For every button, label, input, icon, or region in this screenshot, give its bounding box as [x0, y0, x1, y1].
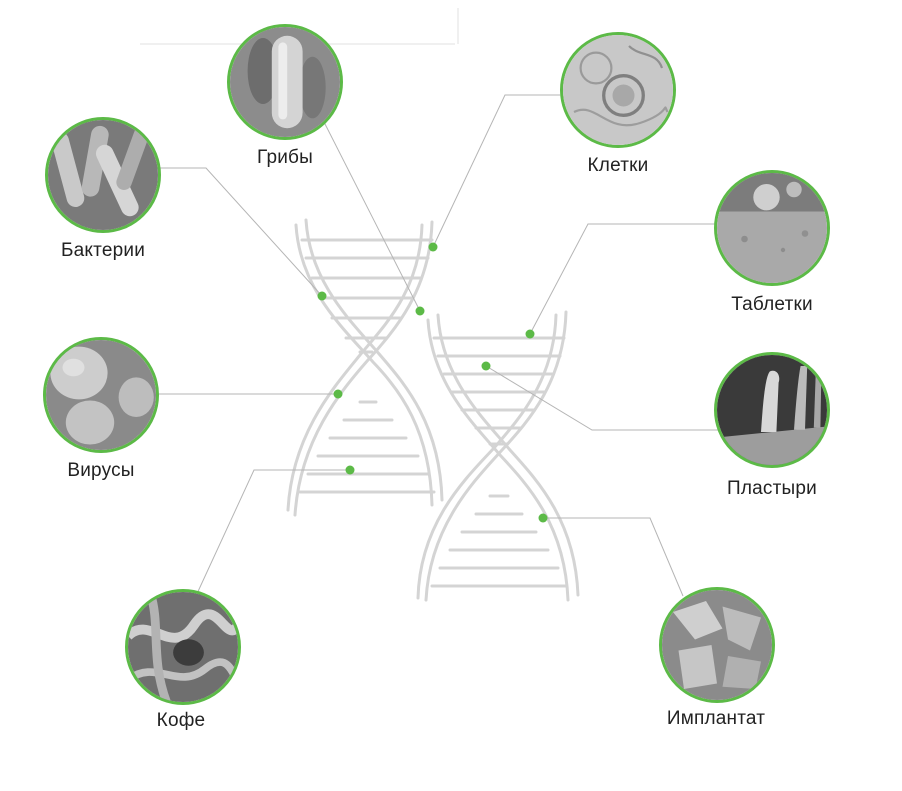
connector-lines — [158, 94, 718, 599]
connector-patches — [485, 365, 718, 431]
dot-fungi — [415, 306, 425, 316]
connector-dots — [317, 242, 548, 523]
patches-node[interactable] — [714, 352, 830, 468]
dot-patches — [481, 361, 491, 371]
tablets-micrograph-icon — [717, 173, 827, 283]
coffee-micrograph-icon — [128, 592, 238, 702]
tablets-label: Таблетки — [731, 294, 813, 315]
cells-node[interactable] — [560, 32, 676, 148]
viruses-micrograph-icon — [46, 340, 156, 450]
cells-label: Клетки — [587, 155, 649, 176]
viruses-node[interactable] — [43, 337, 159, 453]
connector-implant — [543, 517, 684, 597]
dna-helix-left — [286, 218, 444, 517]
coffee-node[interactable] — [125, 589, 241, 705]
tablets-node[interactable] — [714, 170, 830, 286]
connector-cells — [432, 94, 560, 248]
dot-coffee — [345, 465, 355, 475]
bacteria-label: Бактерии — [60, 240, 146, 261]
fungi-micrograph-icon — [230, 27, 340, 137]
implant-micrograph-icon — [662, 590, 772, 700]
patches-label: Пластыри — [727, 478, 817, 499]
connector-fungi — [322, 119, 421, 312]
coffee-label: Кофе — [156, 710, 206, 731]
connector-coffee — [194, 469, 350, 599]
patches-micrograph-icon — [717, 355, 827, 465]
fungi-label: Грибы — [257, 147, 313, 168]
implant-node[interactable] — [659, 587, 775, 703]
connector-bacteria — [158, 167, 323, 297]
connector-tablets — [529, 223, 717, 335]
bacteria-micrograph-icon — [48, 120, 158, 230]
viruses-label: Вирусы — [67, 460, 135, 481]
dot-bacteria — [317, 291, 327, 301]
dot-viruses — [333, 389, 343, 399]
dna-helix-right — [416, 310, 580, 602]
fungi-node[interactable] — [227, 24, 343, 140]
dot-tablets — [525, 329, 535, 339]
cells-micrograph-icon — [563, 35, 673, 145]
dot-implant — [538, 513, 548, 523]
implant-label: Имплантат — [666, 708, 766, 729]
bacteria-node[interactable] — [45, 117, 161, 233]
dot-cells — [428, 242, 438, 252]
